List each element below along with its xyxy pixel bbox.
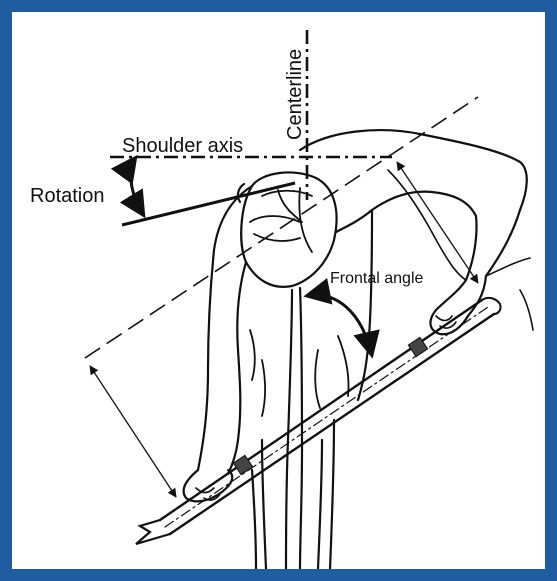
body-contours	[250, 330, 349, 416]
raised-arm-bottom	[372, 192, 477, 280]
shoulder-axis-label: Shoulder axis	[122, 135, 243, 157]
torso-right	[358, 210, 372, 400]
pole-centerline	[165, 307, 488, 527]
upper-distance-arrow	[397, 162, 478, 283]
left-arm-outer	[198, 186, 252, 470]
back-outline	[336, 210, 372, 232]
right-boot-lines	[486, 258, 533, 330]
frontal-angle-arc	[306, 295, 372, 356]
rotation-arc	[131, 157, 144, 216]
figure-panel: Centerline Shoulder axis Rotation Fronta…	[12, 12, 545, 569]
pole-upper-end	[482, 298, 501, 314]
lower-distance-arrow	[90, 366, 176, 497]
upper-fingers	[436, 316, 456, 328]
right-leg	[318, 420, 334, 569]
left-arm-inner	[228, 262, 246, 474]
frontal-angle-label: Frontal angle	[330, 270, 423, 287]
head-outline	[241, 172, 336, 286]
rotated-shoulder-line	[122, 183, 295, 225]
rotation-label: Rotation	[30, 185, 105, 207]
diagram-svg: Centerline Shoulder axis Rotation Fronta…	[12, 12, 545, 569]
body-center-line-2	[300, 288, 302, 569]
centerline-label: Centerline	[284, 49, 306, 140]
raised-arm-inner-line	[388, 170, 466, 280]
pole-tip	[136, 520, 170, 544]
